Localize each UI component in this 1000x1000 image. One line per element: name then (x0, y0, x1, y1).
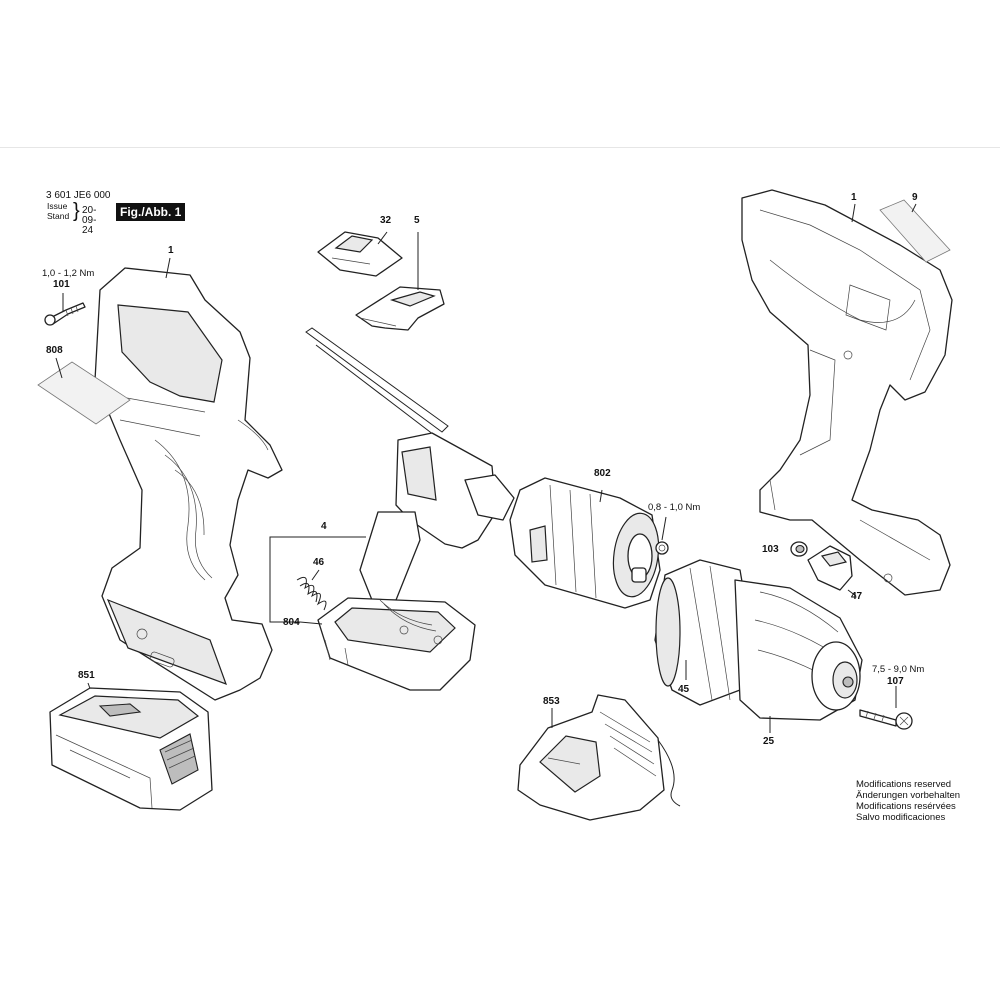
left-housing-drawing (94, 267, 283, 701)
callout-101: 101 (53, 279, 70, 290)
leader-47 (847, 589, 857, 597)
part-32-drawing (317, 231, 403, 277)
callout-32: 32 (380, 215, 392, 226)
label-9-drawing (879, 199, 951, 263)
part-103-drawing (790, 541, 808, 557)
leader-46 (311, 569, 320, 581)
torque-screw-107: 7,5 - 9,0 Nm (872, 664, 925, 675)
torque-motor: 0,8 - 1,0 Nm (648, 502, 701, 513)
leader-802 (599, 489, 603, 503)
callout-808: 808 (46, 345, 63, 356)
modifications-line-es: Salvo modificaciones (856, 812, 946, 823)
callout-5: 5 (414, 215, 420, 226)
issue-label: Issue (47, 201, 68, 211)
modifications-note: Modifications reserved Änderungen vorbeh… (856, 779, 960, 823)
label-808-drawing (37, 361, 131, 425)
battery-851-drawing (49, 687, 213, 811)
screw-101-drawing (44, 302, 86, 326)
callout-103: 103 (762, 544, 779, 555)
issue-block: Issue Stand } 20-09-24 (47, 201, 96, 236)
figure-label: Fig./Abb. 1 (116, 203, 186, 221)
bracket-4 (269, 536, 366, 623)
leader-32 (377, 231, 388, 245)
leader-804 (299, 621, 323, 625)
callout-802: 802 (594, 468, 611, 479)
part-47-drawing (807, 545, 853, 591)
brace-icon: } (73, 200, 80, 222)
callout-housing-right: 1 (851, 192, 857, 203)
callout-107: 107 (887, 676, 904, 687)
screw-107-drawing (859, 709, 913, 730)
charger-853-drawing (517, 694, 681, 821)
callout-4: 4 (321, 521, 327, 532)
gearbox-chuck-drawing (654, 559, 863, 721)
callout-46: 46 (313, 557, 325, 568)
stand-label: Stand (47, 211, 70, 221)
callout-25: 25 (763, 736, 775, 747)
spring-46-drawing (296, 576, 327, 611)
issue-date: 20-09-24 (82, 205, 97, 236)
callout-housing-left: 1 (168, 245, 174, 256)
part-5-drawing (355, 286, 445, 331)
callout-851: 851 (78, 670, 95, 681)
torque-screw-101: 1,0 - 1,2 Nm (42, 268, 95, 279)
switch-assembly-drawing (305, 327, 515, 691)
modifications-line-en: Modifications reserved (856, 779, 952, 790)
leader-1-right (851, 203, 856, 223)
leader-9 (911, 203, 917, 213)
callout-47: 47 (851, 591, 863, 602)
callout-45: 45 (678, 684, 690, 695)
callout-804: 804 (283, 617, 300, 628)
modifications-line-de: Änderungen vorbehalten (856, 790, 961, 801)
motor-802-drawing (509, 477, 669, 609)
leader-motor-torque (661, 516, 667, 541)
top-divider (0, 147, 1000, 148)
right-housing-drawing (741, 189, 953, 596)
modifications-line-fr: Modifications resérvées (856, 801, 956, 812)
callout-853: 853 (543, 696, 560, 707)
document-number: 3 601 JE6 000 (46, 190, 111, 201)
callout-label-9: 9 (912, 192, 918, 203)
